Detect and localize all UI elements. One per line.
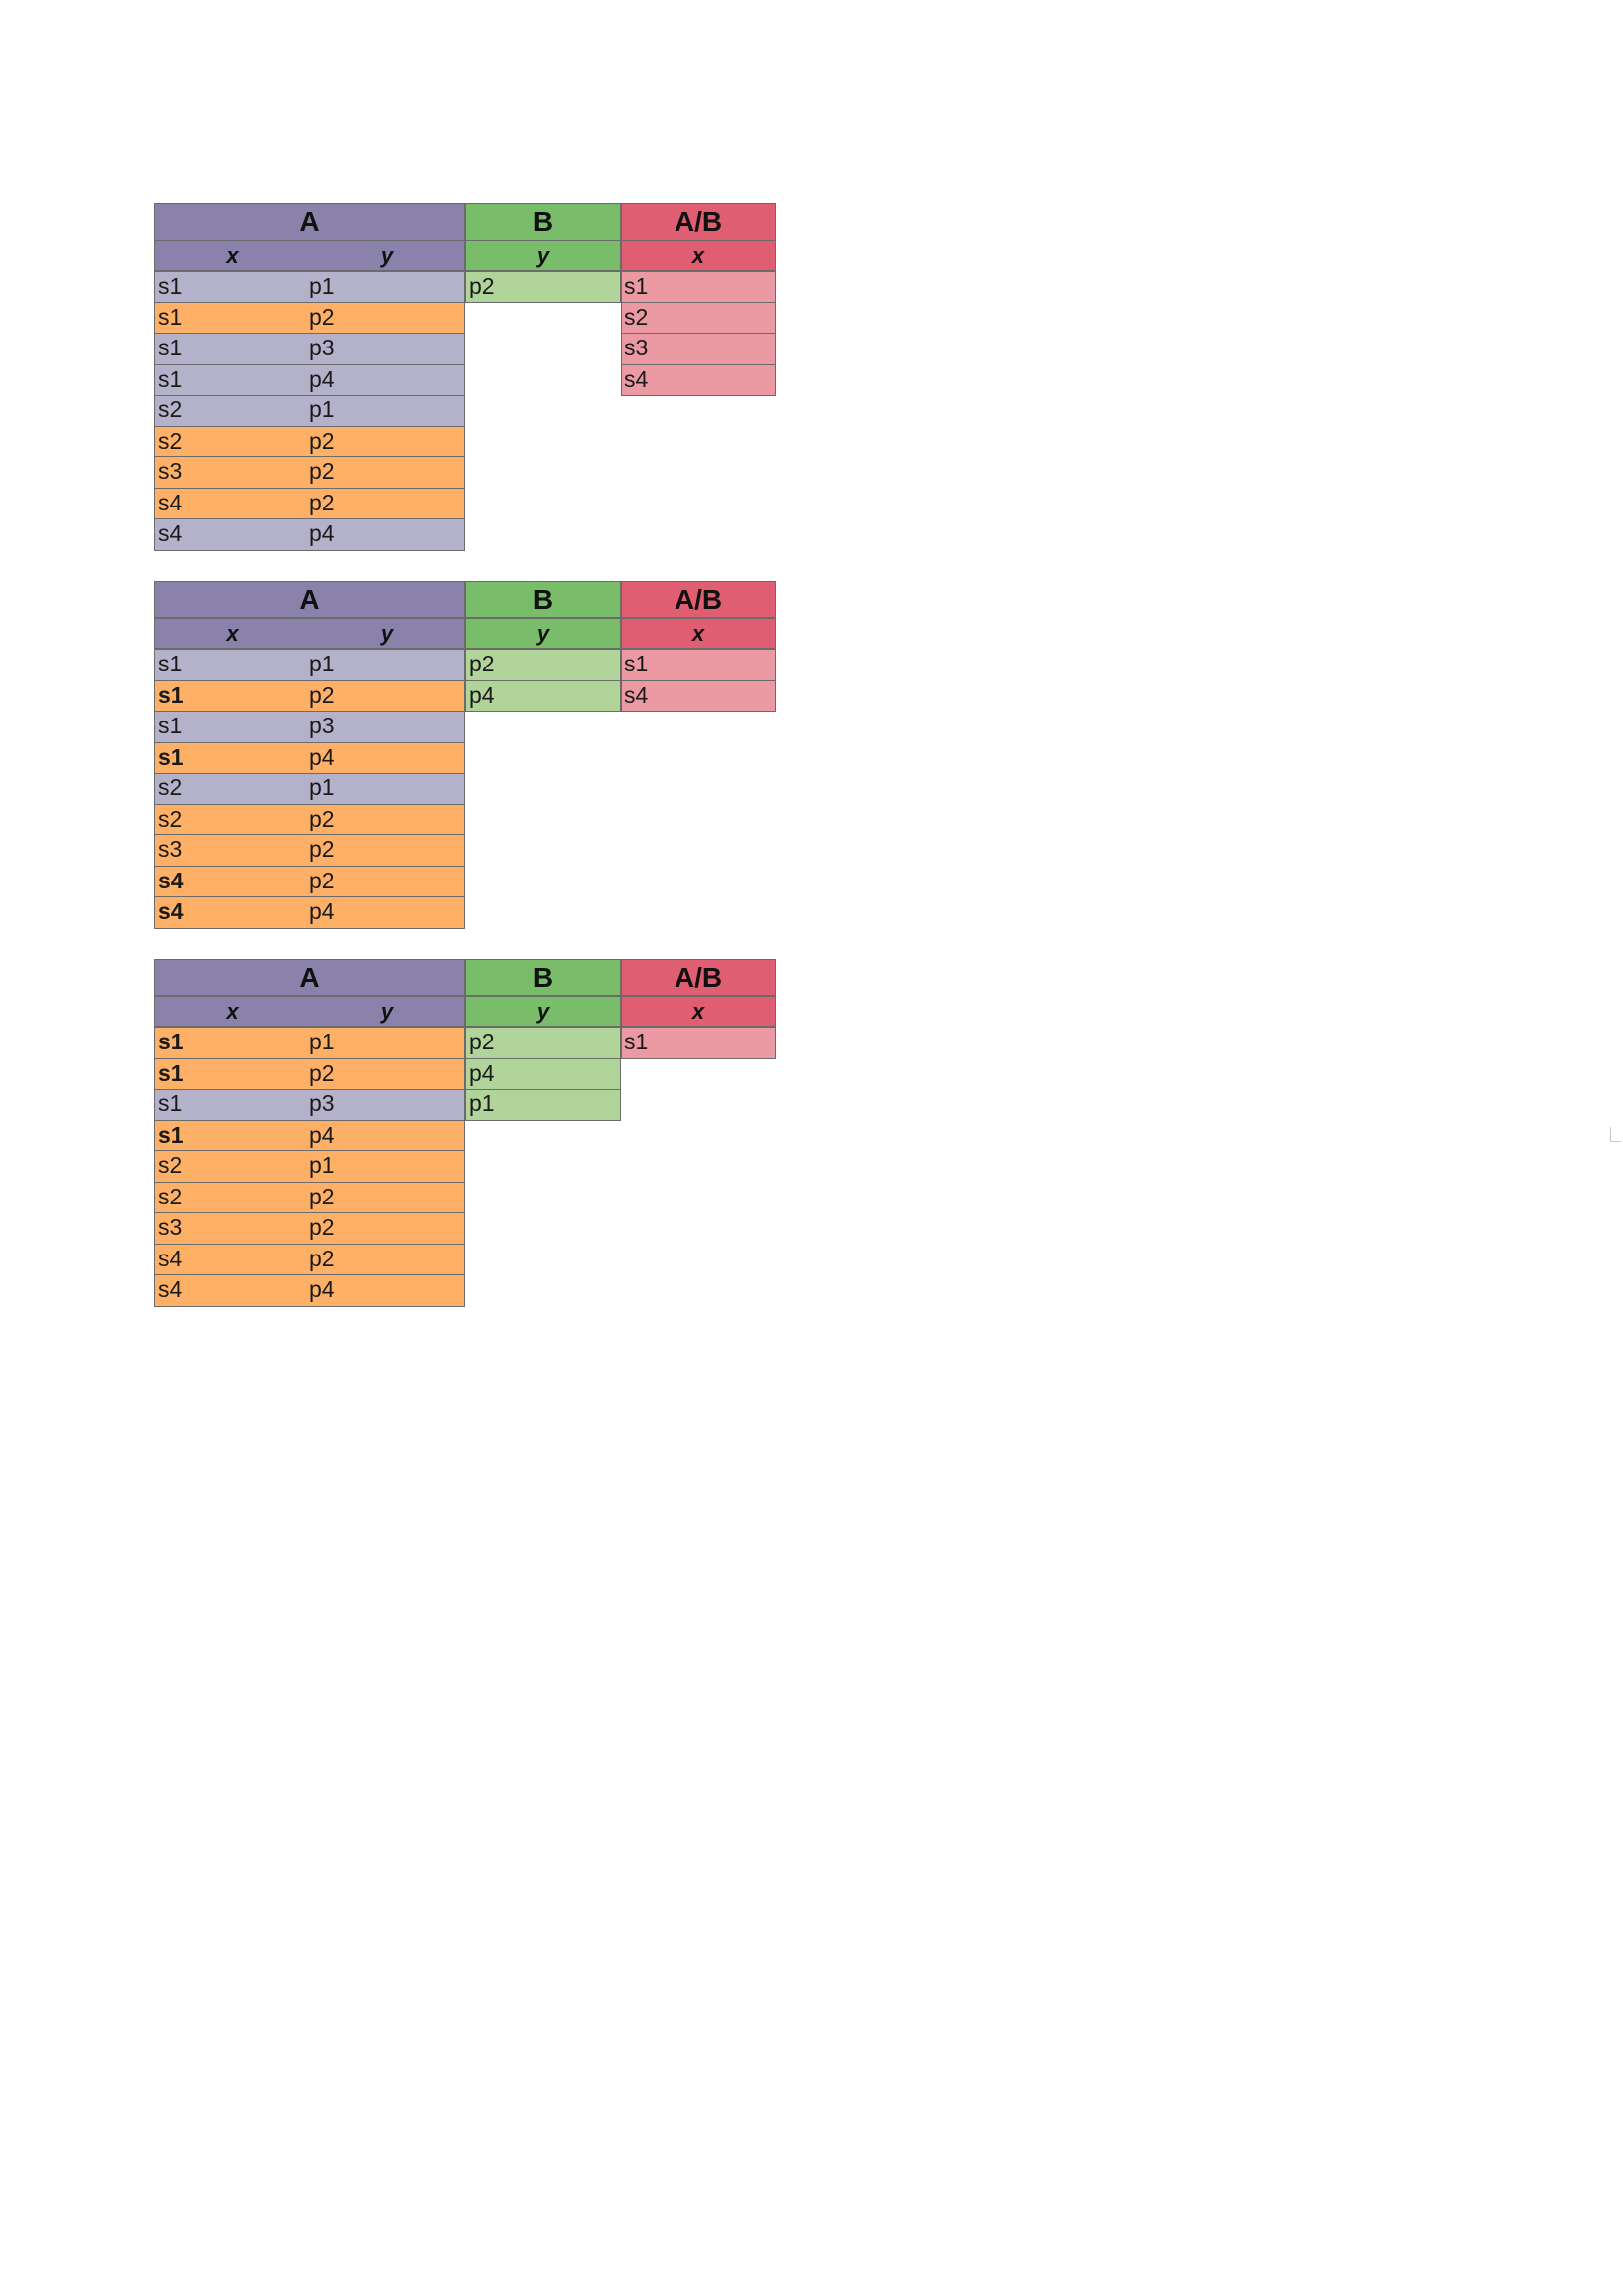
column-header-a-y: y (309, 618, 465, 649)
a-row-y: p2 (309, 679, 465, 712)
a-row-y: p2 (309, 425, 465, 457)
column-header-a-x: x (154, 996, 309, 1027)
a-row-y: p4 (309, 896, 465, 929)
a-row-y: p2 (309, 834, 465, 867)
a-row-x: s3 (154, 834, 309, 867)
a-row-x: s4 (154, 487, 309, 519)
column-header-ab-x: x (621, 618, 776, 649)
header-a-div-b: A/B (621, 203, 776, 240)
a-row-x: s1 (154, 301, 309, 334)
a-row-y: p2 (309, 1212, 465, 1245)
a-row-x: s4 (154, 865, 309, 897)
b-row-y: p4 (465, 1057, 621, 1090)
page-edge-mark (1610, 1127, 1621, 1142)
ab-row-x: s2 (621, 301, 776, 334)
header-b: B (465, 581, 621, 618)
a-row-y: p2 (309, 803, 465, 835)
header-a: A (154, 203, 465, 240)
a-row-y: p2 (309, 865, 465, 897)
column-header-a-y: y (309, 240, 465, 271)
a-row-y: p2 (309, 487, 465, 519)
column-header-b-y: y (465, 618, 621, 649)
column-header-a-x: x (154, 240, 309, 271)
a-row-y: p4 (309, 1119, 465, 1151)
header-a-div-b: A/B (621, 581, 776, 618)
a-row-x: s3 (154, 1212, 309, 1245)
b-row-y: p2 (465, 271, 621, 303)
ab-row-x: s3 (621, 333, 776, 365)
a-row-y: p4 (309, 741, 465, 774)
header-b: B (465, 203, 621, 240)
a-row-x: s4 (154, 1274, 309, 1307)
ab-row-x: s4 (621, 363, 776, 396)
b-row-y: p1 (465, 1089, 621, 1121)
header-a: A (154, 581, 465, 618)
ab-row-x: s1 (621, 649, 776, 681)
a-row-x: s1 (154, 1057, 309, 1090)
a-row-x: s1 (154, 1119, 309, 1151)
a-row-x: s1 (154, 333, 309, 365)
column-header-a-y: y (309, 996, 465, 1027)
a-row-x: s2 (154, 395, 309, 427)
header-a: A (154, 959, 465, 996)
a-row-y: p2 (309, 1181, 465, 1213)
a-row-y: p3 (309, 333, 465, 365)
a-row-y: p4 (309, 1274, 465, 1307)
a-row-y: p3 (309, 1089, 465, 1121)
a-row-x: s2 (154, 1150, 309, 1183)
a-row-y: p1 (309, 1027, 465, 1059)
a-row-x: s1 (154, 679, 309, 712)
ab-row-x: s1 (621, 271, 776, 303)
a-row-x: s1 (154, 363, 309, 396)
a-row-x: s4 (154, 896, 309, 929)
a-row-x: s1 (154, 649, 309, 681)
a-row-x: s2 (154, 803, 309, 835)
a-row-y: p2 (309, 1243, 465, 1275)
a-row-y: p1 (309, 1150, 465, 1183)
b-row-y: p2 (465, 1027, 621, 1059)
ab-row-x: s1 (621, 1027, 776, 1059)
b-row-y: p4 (465, 679, 621, 712)
column-header-ab-x: x (621, 240, 776, 271)
a-row-y: p2 (309, 1057, 465, 1090)
column-header-b-y: y (465, 240, 621, 271)
a-row-x: s2 (154, 1181, 309, 1213)
a-row-y: p4 (309, 518, 465, 551)
b-row-y: p2 (465, 649, 621, 681)
a-row-x: s1 (154, 1089, 309, 1121)
a-row-y: p2 (309, 456, 465, 489)
column-header-ab-x: x (621, 996, 776, 1027)
a-row-x: s1 (154, 271, 309, 303)
a-row-y: p3 (309, 711, 465, 743)
a-row-y: p1 (309, 649, 465, 681)
a-row-x: s2 (154, 773, 309, 805)
ab-row-x: s4 (621, 679, 776, 712)
column-header-a-x: x (154, 618, 309, 649)
a-row-x: s1 (154, 741, 309, 774)
header-a-div-b: A/B (621, 959, 776, 996)
header-b: B (465, 959, 621, 996)
a-row-y: p4 (309, 363, 465, 396)
a-row-x: s1 (154, 1027, 309, 1059)
a-row-x: s1 (154, 711, 309, 743)
a-row-y: p1 (309, 773, 465, 805)
column-header-b-y: y (465, 996, 621, 1027)
a-row-x: s4 (154, 518, 309, 551)
a-row-y: p1 (309, 395, 465, 427)
a-row-x: s4 (154, 1243, 309, 1275)
a-row-y: p2 (309, 301, 465, 334)
a-row-x: s3 (154, 456, 309, 489)
a-row-y: p1 (309, 271, 465, 303)
a-row-x: s2 (154, 425, 309, 457)
